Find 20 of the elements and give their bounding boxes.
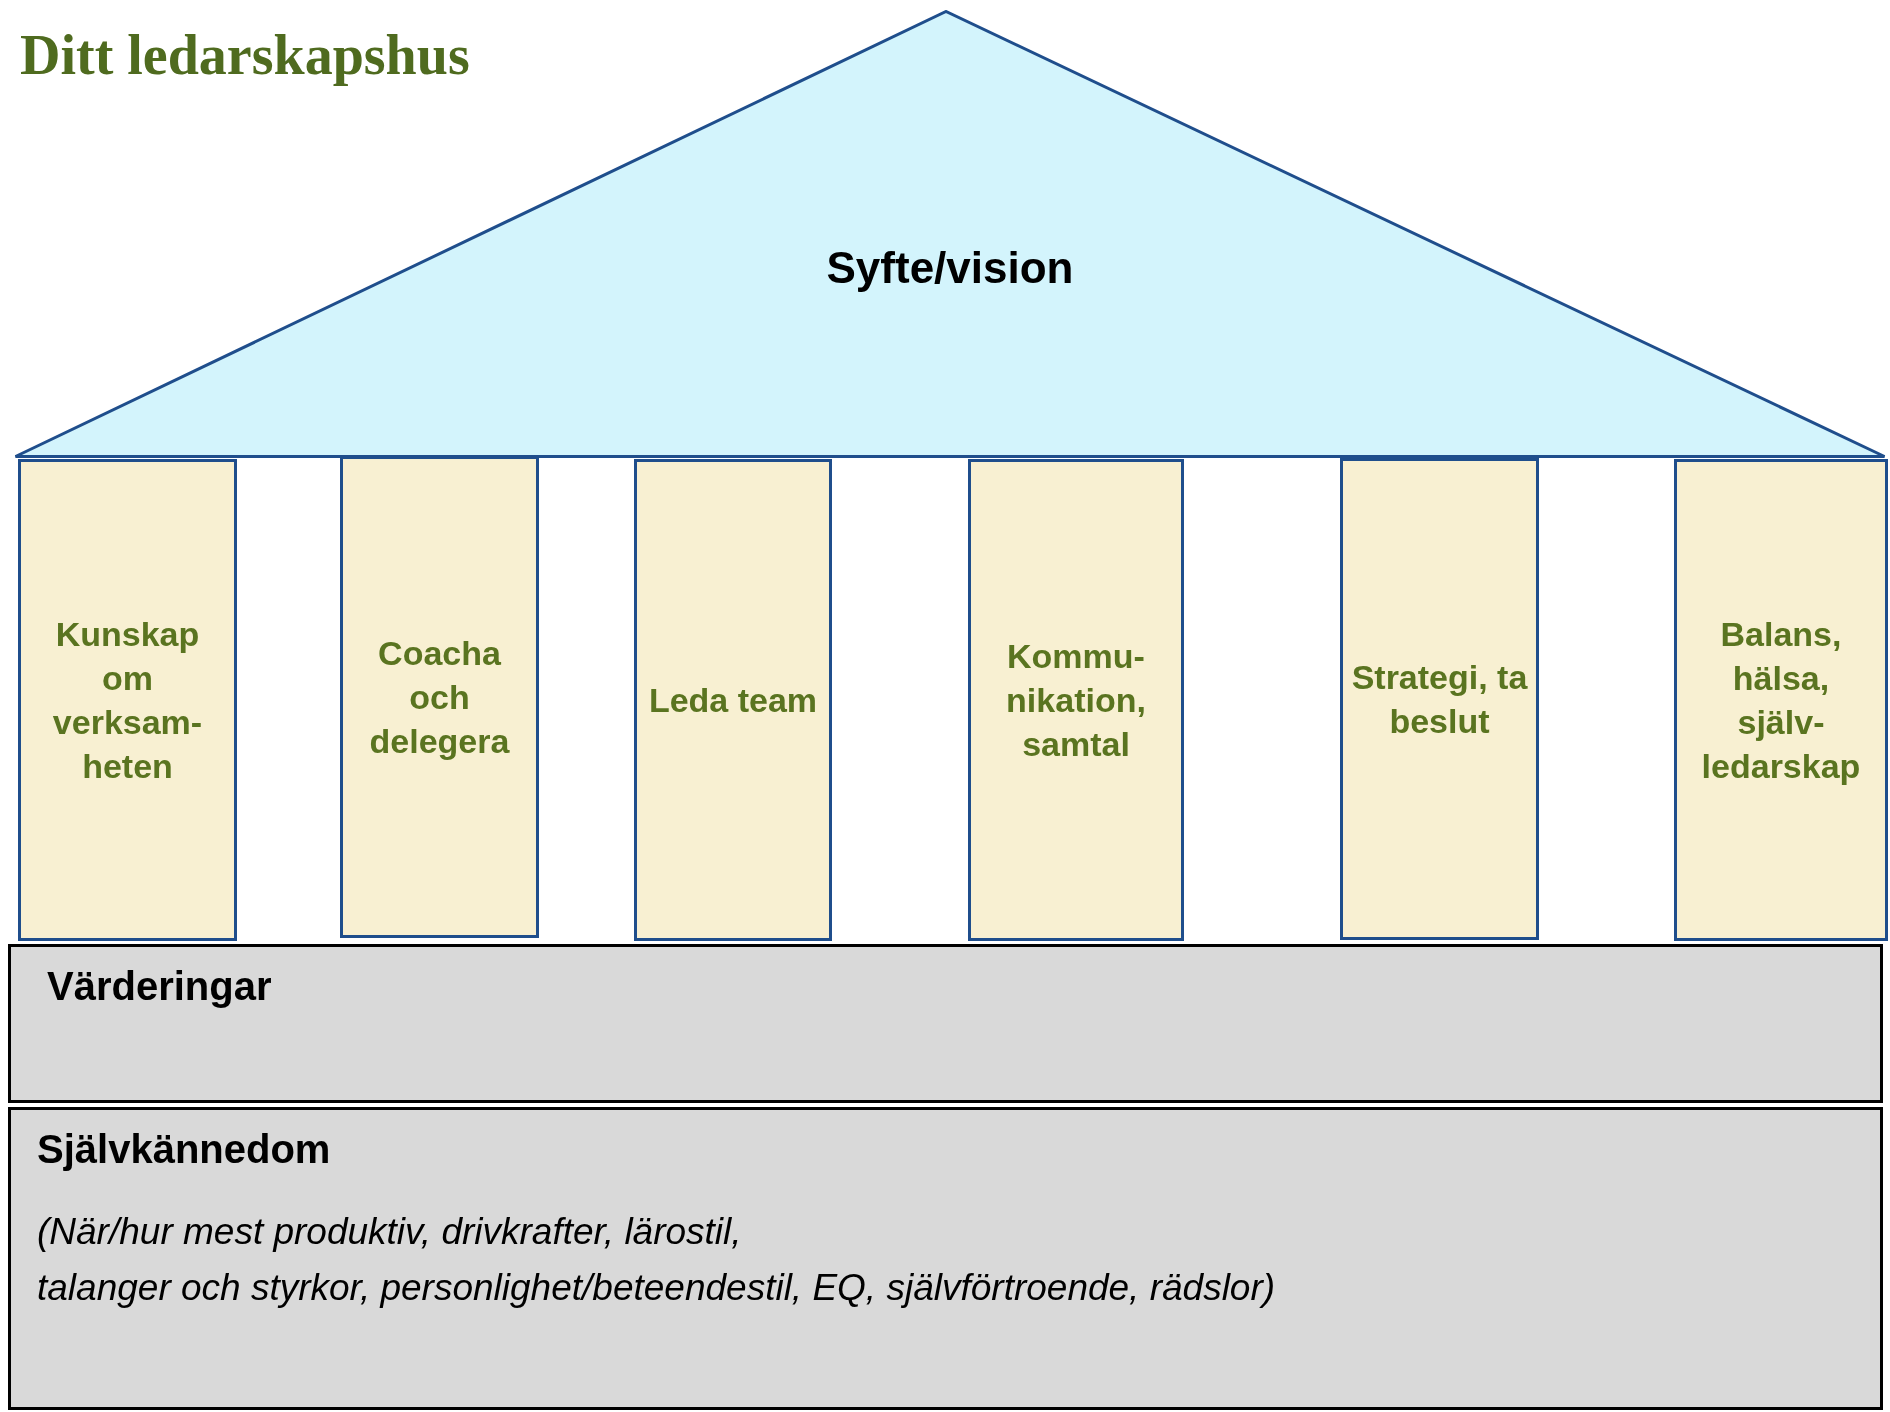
band-heading: Självkännedom <box>37 1126 332 1173</box>
band-description: (När/hur mest produktiv, drivkrafter, lärostil, <box>37 1210 743 1254</box>
foundation-band <box>8 944 1883 1103</box>
pillar-box <box>1340 458 1539 940</box>
pillar-box <box>968 459 1184 941</box>
pillar-label: Balans, hälsa, själv- ledarskap <box>1700 613 1862 788</box>
band-description: talanger och styrkor, personlighet/beteendestil, EQ, självförtroende, rädslor) <box>37 1265 1277 1310</box>
pillar-label: Kommu- nikation, samtal <box>1005 635 1147 766</box>
diagram-title: Ditt ledarskapshus <box>20 23 470 88</box>
pillar-label: Kunskap om verksam- heten <box>51 613 204 788</box>
pillar-box <box>634 459 832 941</box>
roof-label: Syfte/vision <box>826 242 1074 294</box>
pillar-label: Strategi, ta beslut <box>1350 656 1529 742</box>
pillar-box <box>1674 459 1888 941</box>
band-heading: Värderingar <box>46 963 273 1010</box>
pillar-box <box>340 456 539 938</box>
pillar-box <box>18 459 237 941</box>
pillar-label: Coacha och delegera <box>368 632 511 763</box>
pillar-label: Leda team <box>648 679 818 721</box>
foundation-band <box>8 1107 1883 1410</box>
